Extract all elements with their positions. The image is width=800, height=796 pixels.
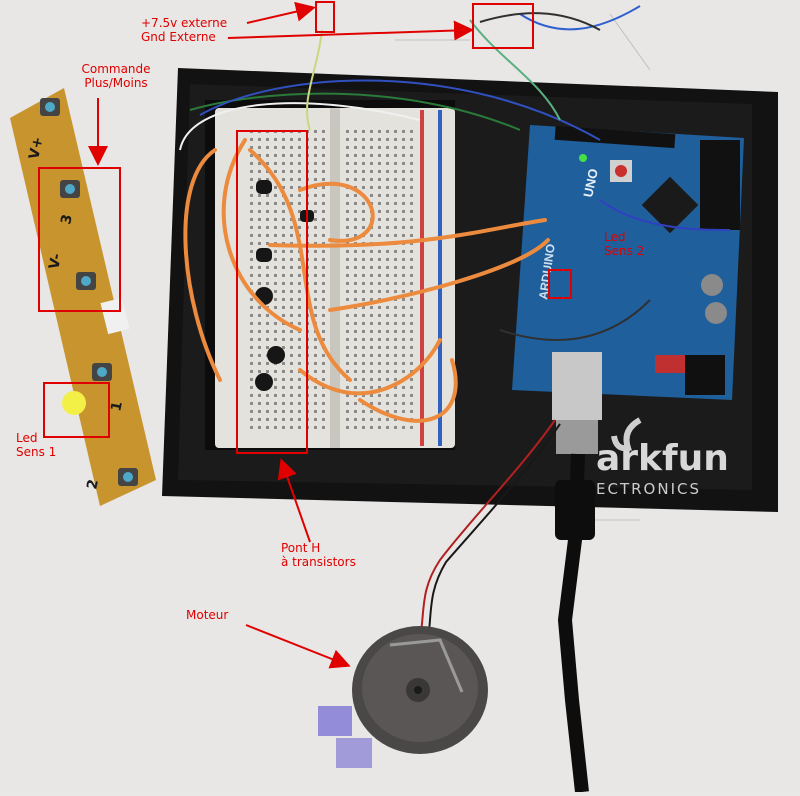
label-led2: Led Sens 2 <box>604 230 644 258</box>
label-led1: Led Sens 1 <box>16 431 56 459</box>
arduino-uno-board: UNO ARDUINO <box>512 125 744 400</box>
arrow-hbridge <box>277 458 311 543</box>
label-command-line1: Commande <box>81 62 151 76</box>
hbridge-box <box>236 130 308 454</box>
label-led2-line2: Sens 2 <box>604 244 645 258</box>
label-hbridge: Pont H à transistors <box>281 541 356 569</box>
button-label-vplus: V+ <box>26 135 46 160</box>
arrow-ext-power <box>246 1 316 24</box>
button-label-3: 3 <box>58 213 76 226</box>
ext-power-box <box>315 1 335 33</box>
misc-wires <box>179 5 731 341</box>
label-ext-power: +7.5v externe Gnd Externe <box>141 16 227 44</box>
led1-box <box>43 382 110 438</box>
label-led2-line1: Led <box>604 230 626 244</box>
orange-wires <box>183 138 550 423</box>
label-motor-text: Moteur <box>186 608 229 622</box>
sparkfun-sub-text: ECTRONICS <box>596 480 701 498</box>
led2-highlight-box <box>548 269 572 299</box>
button-label-2: 2 <box>84 478 102 491</box>
sparkfun-brand-text: arkfun <box>596 438 729 479</box>
label-ext-power-line2: Gnd Externe <box>141 30 216 44</box>
usb-cable <box>552 352 602 793</box>
arrow-ext-gnd <box>227 20 474 41</box>
highlight-boxes <box>38 1 534 454</box>
label-command: Commande Plus/Moins <box>70 62 162 90</box>
annotation-arrows <box>88 1 474 669</box>
label-command-line2: Plus/Moins <box>84 76 148 90</box>
label-ext-power-line1: +7.5v externe <box>141 16 228 30</box>
arduino-model-text: UNO <box>580 167 601 198</box>
command-buttons-box <box>38 167 121 312</box>
label-motor: Moteur <box>186 608 228 622</box>
button-label-1: 1 <box>108 400 126 413</box>
button-pcb: V+ 3 V- 1 2 <box>10 88 156 506</box>
motor-wires <box>419 419 561 641</box>
label-led1-line2: Sens 1 <box>16 445 57 459</box>
sparkfun-logo: arkfun ECTRONICS <box>596 417 729 498</box>
arrow-motor <box>245 624 351 669</box>
motor <box>318 626 488 768</box>
label-hbridge-line1: Pont H <box>281 541 321 555</box>
breadboard <box>215 108 455 448</box>
button-label-vminus: V- <box>46 252 65 271</box>
label-hbridge-line2: à transistors <box>281 555 356 569</box>
led-yellow <box>62 391 86 415</box>
label-led1-line1: Led <box>16 431 38 445</box>
